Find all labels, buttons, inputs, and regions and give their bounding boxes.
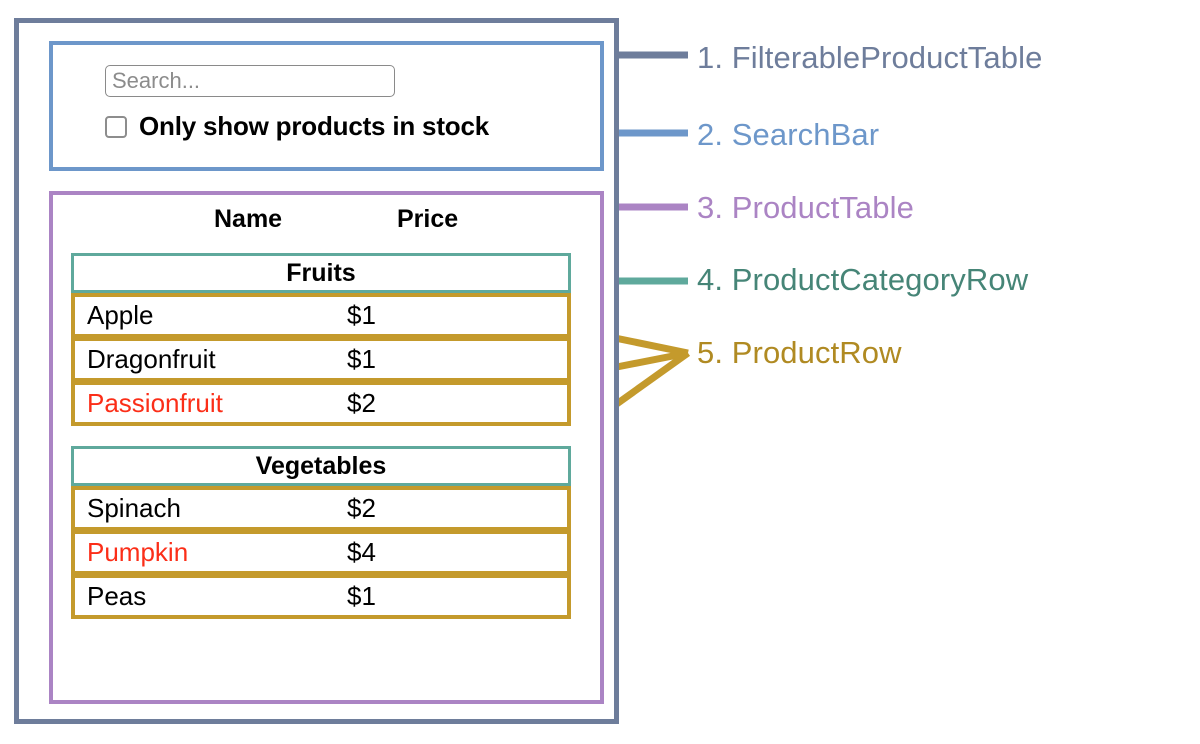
- callout-label-product-category-row: 4. ProductCategoryRow: [697, 262, 1029, 297]
- in-stock-checkbox[interactable]: [105, 115, 127, 138]
- product-table-header: Name Price: [53, 205, 600, 241]
- product-price: $4: [347, 537, 376, 567]
- product-name: Pumpkin: [87, 537, 189, 567]
- product-name: Passionfruit: [87, 388, 223, 418]
- product-row[interactable]: Dragonfruit $1: [71, 337, 571, 382]
- product-row[interactable]: Apple $1: [71, 293, 571, 338]
- callout-label-product-row: 5. ProductRow: [697, 335, 902, 370]
- product-row[interactable]: Peas $1: [71, 574, 571, 619]
- product-price: $2: [347, 493, 376, 523]
- product-row[interactable]: Spinach $2: [71, 486, 571, 531]
- product-name: Spinach: [87, 493, 181, 523]
- product-table: Name Price Fruits Apple $1 Dragonfruit $…: [49, 191, 604, 704]
- product-table-body: Fruits Apple $1 Dragonfruit $1 Passionfr…: [71, 253, 571, 619]
- product-category-row: Vegetables: [71, 446, 571, 486]
- product-name: Dragonfruit: [87, 344, 216, 374]
- product-price: $1: [347, 581, 376, 611]
- product-name: Apple: [87, 300, 154, 330]
- product-price: $1: [347, 344, 376, 374]
- product-category-row: Fruits: [71, 253, 571, 293]
- column-header-price: Price: [397, 205, 459, 233]
- column-header-name: Name: [214, 205, 283, 233]
- product-price: $1: [347, 300, 376, 330]
- in-stock-filter-row[interactable]: Only show products in stock: [105, 111, 489, 142]
- group-spacer: [71, 426, 571, 446]
- product-row[interactable]: Passionfruit $2: [71, 381, 571, 426]
- callout-label-product-table: 3. ProductTable: [697, 190, 914, 225]
- search-bar: Only show products in stock: [49, 41, 604, 171]
- callout-label-search-bar: 2. SearchBar: [697, 117, 880, 152]
- product-name: Peas: [87, 581, 147, 611]
- callout-label-filterable-product-table: 1. FilterableProductTable: [697, 40, 1043, 75]
- product-row[interactable]: Pumpkin $4: [71, 530, 571, 575]
- in-stock-checkbox-label: Only show products in stock: [139, 111, 489, 141]
- search-input[interactable]: [105, 65, 395, 97]
- filterable-product-table: Only show products in stock Name Price F…: [14, 18, 619, 724]
- product-price: $2: [347, 388, 376, 418]
